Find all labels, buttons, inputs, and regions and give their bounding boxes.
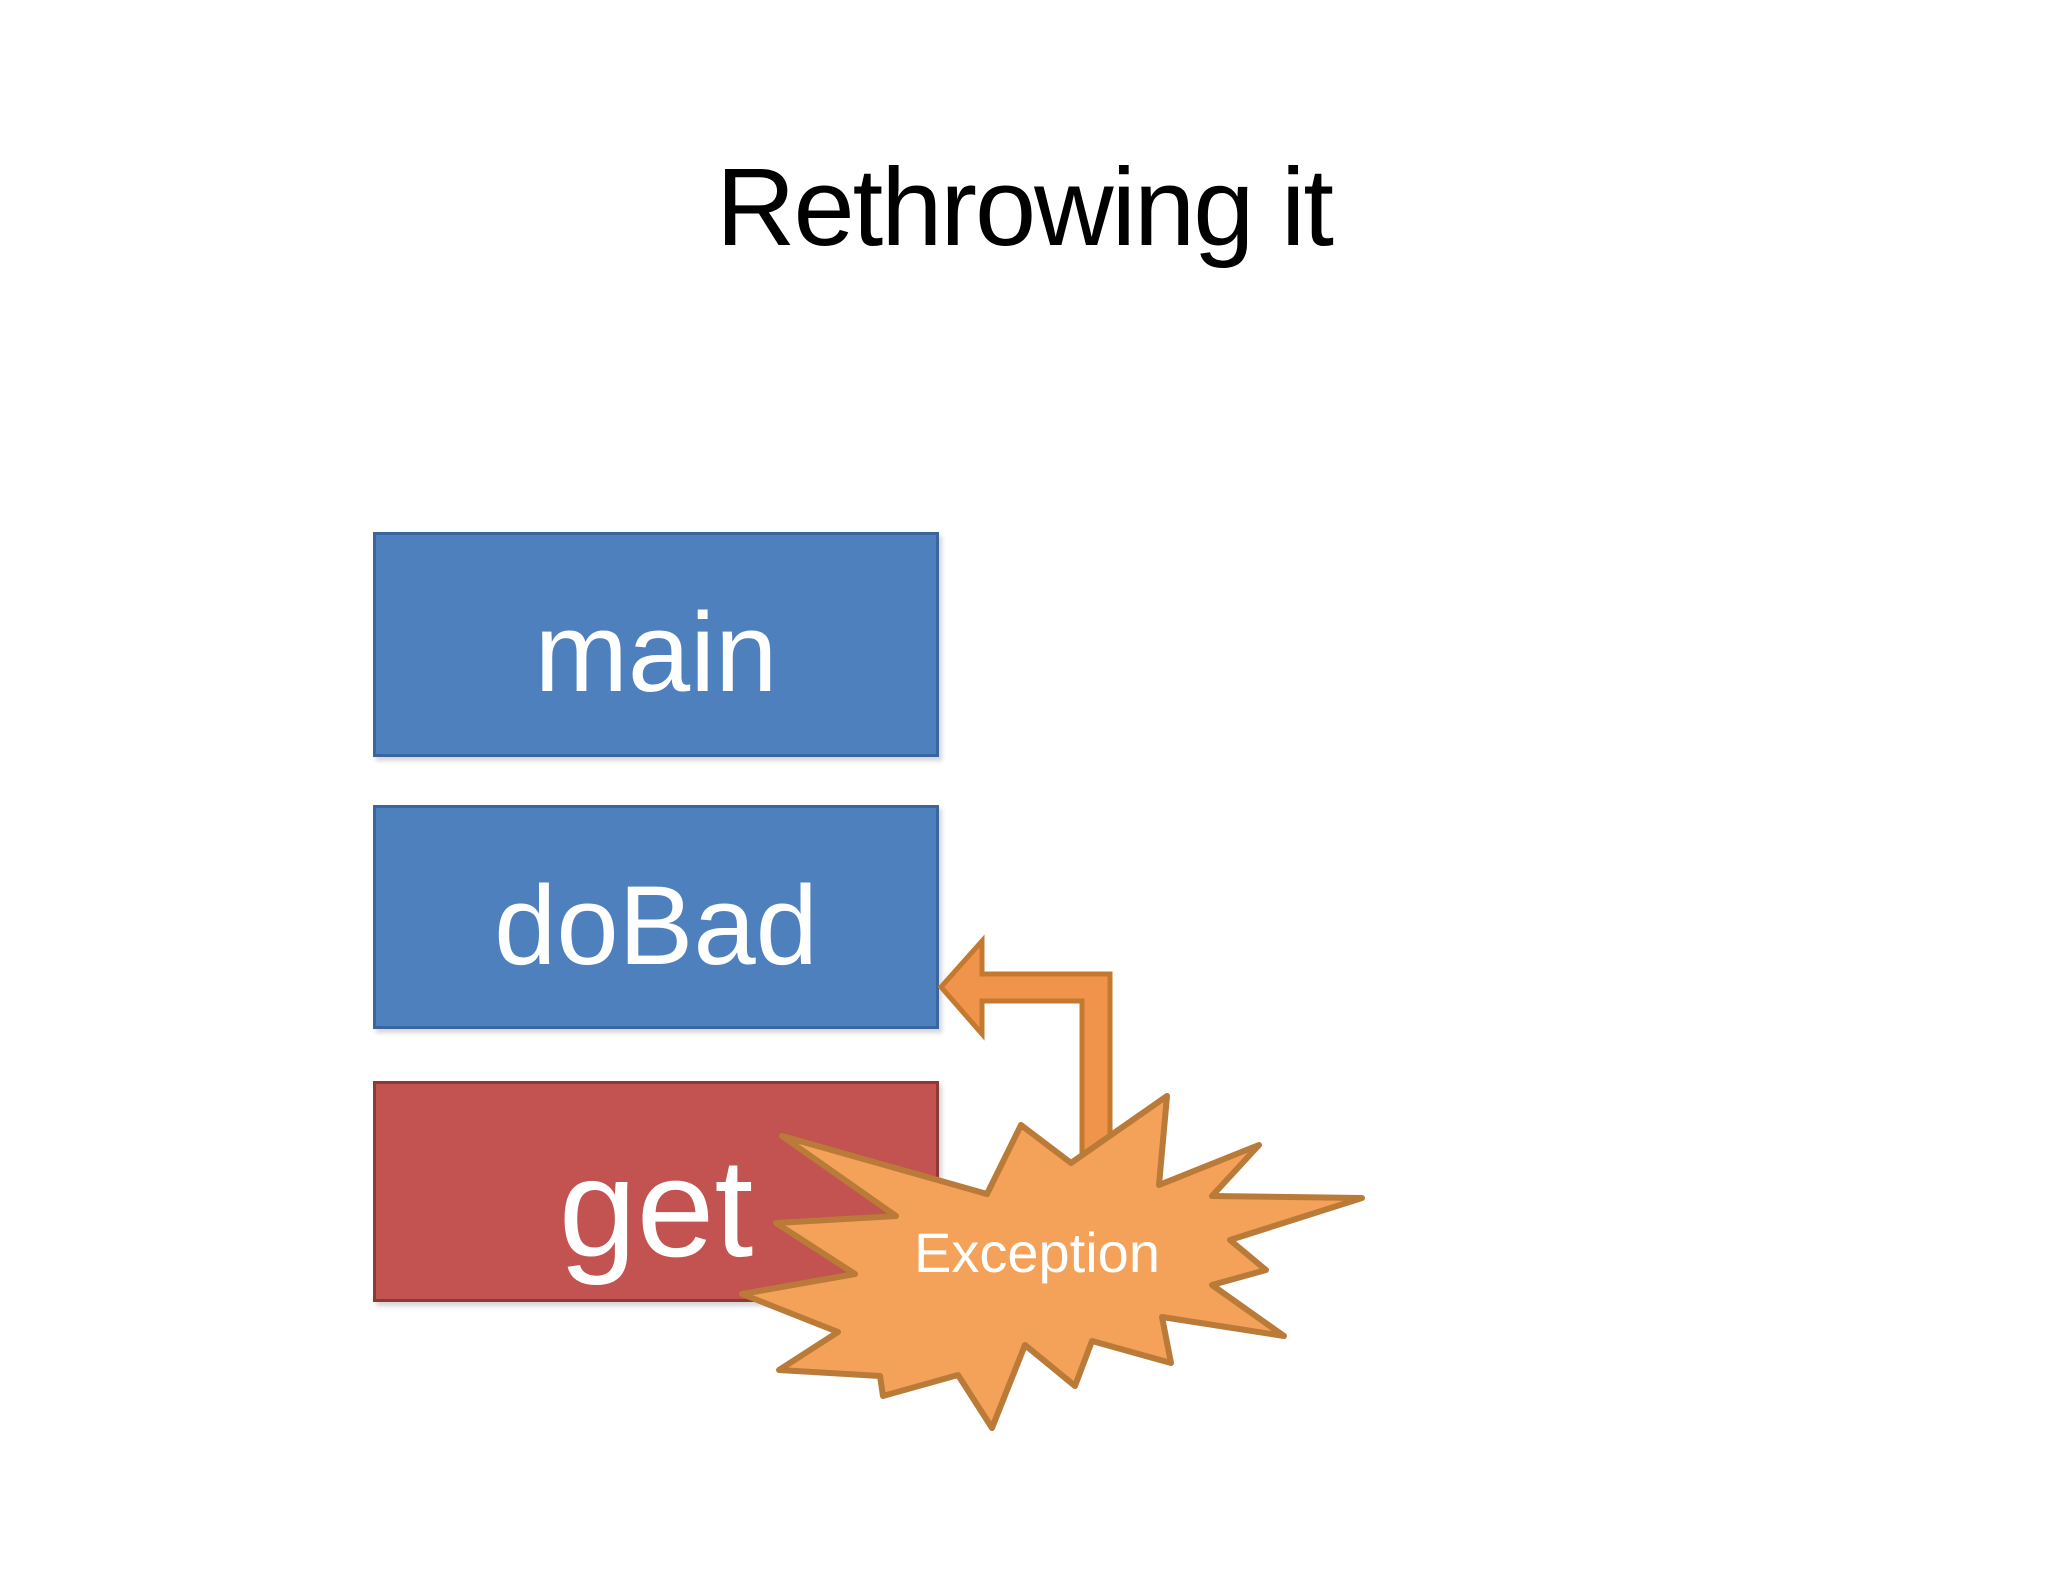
stack-frame-label: get bbox=[558, 1128, 754, 1286]
stack-frame-get: get bbox=[373, 1081, 939, 1302]
stack-frame-dobad: doBad bbox=[373, 805, 939, 1029]
stack-frame-main: main bbox=[373, 532, 939, 757]
rethrow-arrow-shape bbox=[937, 934, 1113, 1188]
rethrow-arrow-icon bbox=[937, 934, 1113, 1188]
stack-frame-label: main bbox=[534, 590, 778, 715]
exception-label: Exception bbox=[914, 1221, 1160, 1284]
slide-title: Rethrowing it bbox=[716, 146, 1334, 269]
stack-frame-label: doBad bbox=[494, 862, 818, 988]
